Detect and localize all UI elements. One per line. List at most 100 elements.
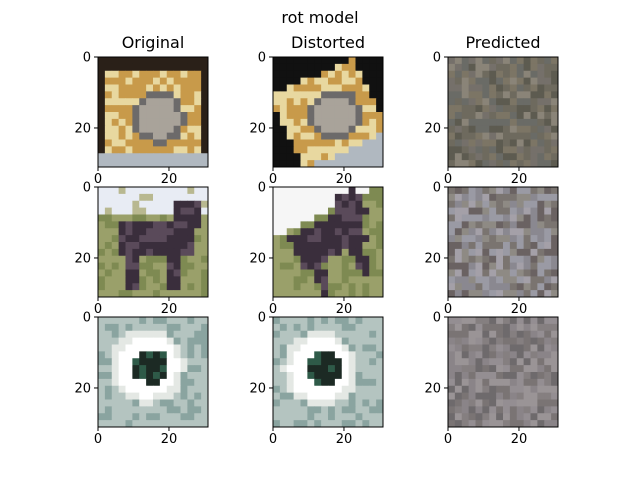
image-pixel bbox=[125, 84, 133, 92]
image-pixel bbox=[468, 63, 476, 72]
image-pixel bbox=[362, 132, 370, 140]
image-pixel bbox=[98, 269, 106, 277]
image-pixel bbox=[334, 413, 343, 421]
image-pixel bbox=[530, 413, 538, 421]
image-pixel bbox=[194, 372, 202, 380]
image-pixel bbox=[516, 228, 525, 236]
image-pixel bbox=[132, 91, 140, 99]
image-pixel bbox=[334, 378, 343, 387]
image-pixel bbox=[454, 330, 463, 339]
image-pixel bbox=[530, 276, 538, 284]
image-pixel bbox=[104, 187, 113, 195]
image-pixel bbox=[369, 385, 377, 394]
image-pixel bbox=[461, 160, 470, 168]
image-pixel bbox=[355, 153, 363, 161]
image-pixel bbox=[362, 84, 370, 92]
image-pixel bbox=[530, 112, 538, 120]
image-pixel bbox=[201, 290, 209, 298]
image-pixel bbox=[362, 413, 370, 421]
image-pixel bbox=[503, 372, 511, 380]
image-pixel bbox=[159, 317, 168, 325]
image-pixel bbox=[503, 406, 511, 414]
image-pixel bbox=[307, 84, 315, 92]
image-pixel bbox=[104, 221, 113, 229]
image-pixel bbox=[146, 385, 154, 394]
image-pixel bbox=[496, 358, 504, 366]
image-pixel bbox=[454, 77, 463, 85]
image-pixel bbox=[454, 200, 463, 209]
image-pixel bbox=[489, 413, 497, 421]
image-pixel bbox=[173, 283, 181, 291]
y-tick-label: 20 bbox=[74, 251, 91, 266]
image-pixel bbox=[509, 399, 518, 407]
image-pixel bbox=[187, 139, 195, 147]
image-pixel bbox=[516, 276, 525, 284]
y-tick-label: 20 bbox=[249, 381, 266, 396]
image-pixel bbox=[475, 160, 483, 168]
image-pixel bbox=[509, 193, 518, 202]
image-pixel bbox=[139, 385, 147, 394]
image-pixel bbox=[307, 399, 315, 407]
image-pixel bbox=[293, 276, 301, 284]
image-pixel bbox=[139, 406, 147, 414]
image-pixel bbox=[482, 105, 490, 113]
image-pixel bbox=[376, 330, 384, 339]
image-pixel bbox=[551, 146, 559, 154]
y-tick-label: 0 bbox=[433, 311, 441, 326]
image-pixel bbox=[489, 214, 497, 222]
image-pixel bbox=[166, 276, 175, 284]
image-pixel bbox=[551, 255, 559, 264]
image-pixel bbox=[187, 98, 195, 106]
image-pixel bbox=[509, 392, 518, 400]
image-pixel bbox=[362, 255, 370, 264]
image-pixel bbox=[159, 242, 168, 250]
image-pixel bbox=[273, 132, 281, 140]
image-pixel bbox=[334, 91, 343, 99]
image-pixel bbox=[159, 290, 168, 298]
image-pixel bbox=[118, 63, 126, 72]
image-pixel bbox=[369, 399, 377, 407]
image-pixel bbox=[503, 290, 511, 298]
image-pixel bbox=[180, 84, 188, 92]
image-pixel bbox=[194, 84, 202, 92]
image-pixel bbox=[187, 406, 195, 414]
image-pixel bbox=[468, 248, 476, 257]
x-tick-label: 20 bbox=[336, 172, 353, 187]
image-pixel bbox=[293, 269, 301, 277]
image-pixel bbox=[307, 323, 315, 332]
image-pixel bbox=[448, 269, 456, 277]
image-pixel bbox=[468, 91, 476, 99]
image-pixel bbox=[194, 91, 202, 99]
image-pixel bbox=[125, 323, 133, 332]
image-pixel bbox=[468, 385, 476, 394]
image-pixel bbox=[132, 98, 140, 106]
image-pixel bbox=[362, 221, 370, 229]
image-pixel bbox=[341, 413, 350, 421]
image-pixel bbox=[369, 105, 377, 113]
image-pixel bbox=[341, 70, 350, 79]
image-pixel bbox=[523, 125, 531, 134]
image-pixel bbox=[341, 98, 350, 106]
image-pixel bbox=[166, 358, 175, 366]
image-pixel bbox=[314, 200, 322, 209]
image-pixel bbox=[286, 200, 295, 209]
image-pixel bbox=[153, 406, 161, 414]
image-pixel bbox=[496, 228, 504, 236]
image-pixel bbox=[341, 153, 350, 161]
image-pixel bbox=[286, 91, 295, 99]
image-pixel bbox=[153, 57, 161, 65]
image-pixel bbox=[187, 385, 195, 394]
image-pixel bbox=[139, 160, 147, 168]
image-pixel bbox=[314, 344, 322, 352]
image-pixel bbox=[475, 262, 483, 270]
image-pixel bbox=[132, 385, 140, 394]
image-pixel bbox=[146, 283, 154, 291]
image-pixel bbox=[153, 365, 161, 373]
image-pixel bbox=[503, 139, 511, 147]
image-pixel bbox=[509, 255, 518, 264]
image-pixel bbox=[153, 84, 161, 92]
image-pixel bbox=[201, 228, 209, 236]
image-pixel bbox=[362, 193, 370, 202]
image-pixel bbox=[111, 200, 120, 209]
